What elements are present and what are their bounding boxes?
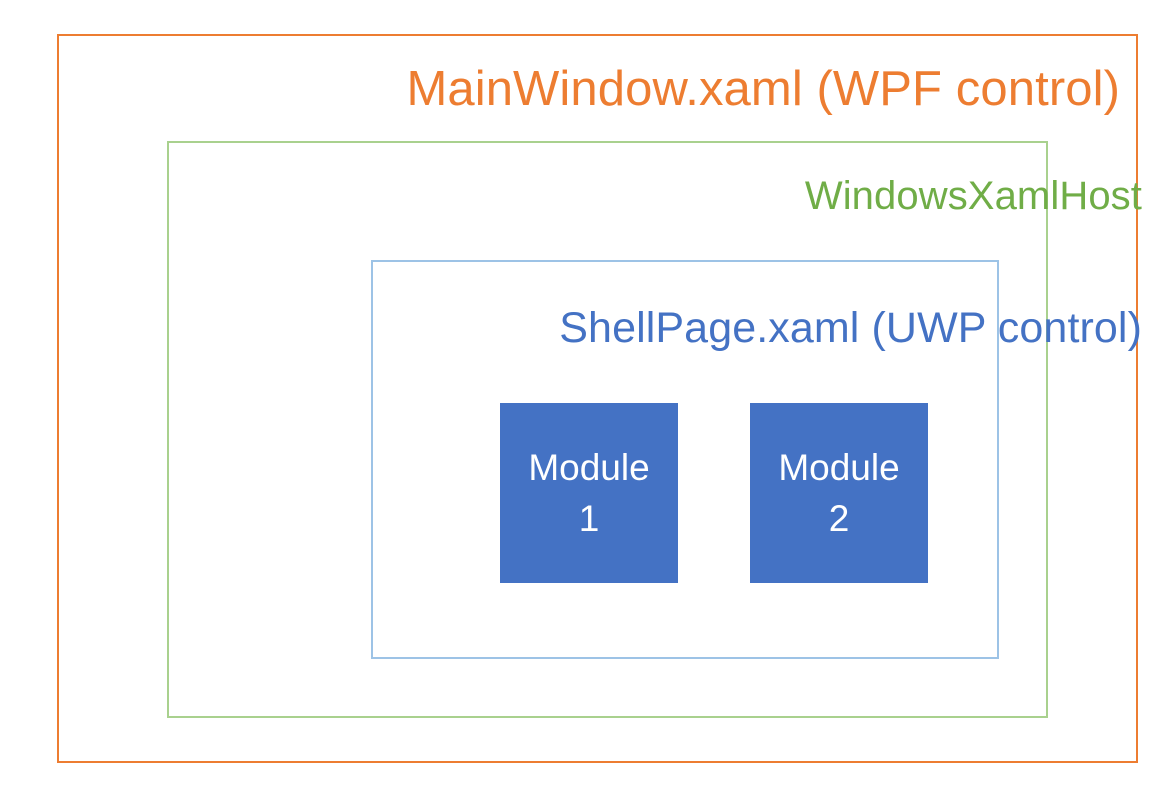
layer-box-windowsxamlhost (167, 141, 1048, 718)
module-tile-1-name: Module (528, 447, 650, 488)
layer-label-windowsxamlhost: WindowsXamlHost (804, 174, 1142, 218)
module-tile-2-name: Module (778, 447, 900, 488)
module-tile-1-index: 1 (578, 498, 600, 539)
layer-label-shellpage-uwp: ShellPage.xaml (UWP control) (559, 304, 1142, 352)
layer-box-mainwindow-wpf (57, 34, 1138, 763)
module-tile-2: Module 2 (750, 403, 928, 583)
layer-box-shellpage-uwp (371, 260, 999, 659)
layer-label-mainwindow-wpf: MainWindow.xaml (WPF control) (406, 62, 1120, 116)
module-tile-1: Module 1 (500, 403, 678, 583)
module-tile-2-index: 2 (828, 498, 850, 539)
